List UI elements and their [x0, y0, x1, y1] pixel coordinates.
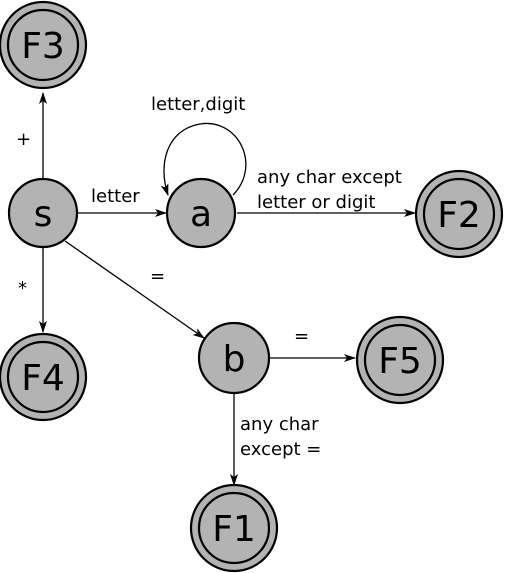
state-s: s [7, 177, 79, 249]
state-f3: F3 [0, 0, 88, 90]
label-s-f4: * [18, 278, 27, 299]
state-b-label: b [223, 339, 246, 380]
state-f5-label: F5 [378, 341, 422, 382]
label-b-f5: = [294, 326, 309, 347]
state-f4-label: F4 [21, 358, 65, 399]
label-s-a: letter [91, 186, 140, 207]
state-f1-label: F1 [212, 509, 256, 550]
edge-s-b [64, 240, 205, 339]
state-f2: F2 [414, 169, 504, 259]
state-s-label: s [34, 194, 53, 235]
state-f5: F5 [355, 315, 445, 405]
label-b-f1-line2: except = [240, 439, 321, 460]
state-f1: F1 [189, 483, 279, 573]
label-b-f1-line1: any char [240, 414, 319, 435]
state-f3-label: F3 [21, 26, 65, 67]
label-a-loop: letter,digit [151, 94, 245, 115]
state-a-label: a [190, 194, 212, 235]
label-a-f2-line2: letter or digit [257, 192, 375, 213]
label-s-f3: + [16, 129, 31, 150]
state-f2-label: F2 [437, 195, 481, 236]
state-f4: F4 [0, 332, 88, 422]
state-b: b [197, 321, 271, 395]
label-s-b: = [150, 266, 165, 287]
state-a: a [165, 177, 237, 249]
label-a-f2-line1: any char except [257, 167, 402, 188]
edge-a-loop [160, 122, 247, 196]
